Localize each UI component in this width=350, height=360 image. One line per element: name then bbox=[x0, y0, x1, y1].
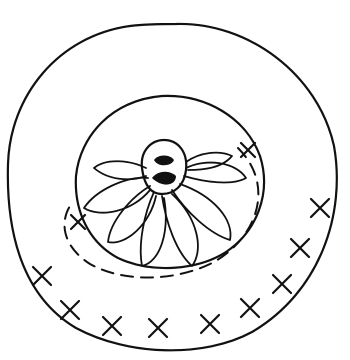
cross-mark bbox=[149, 319, 167, 337]
cross-mark bbox=[273, 275, 291, 293]
cross-mark bbox=[33, 267, 51, 285]
petal bbox=[186, 153, 232, 170]
bud-dark-spot-top bbox=[154, 156, 174, 166]
petal bbox=[108, 186, 156, 242]
petal bbox=[172, 184, 231, 240]
cross-mark bbox=[241, 299, 259, 317]
cross-mark bbox=[241, 143, 255, 157]
petal bbox=[84, 178, 150, 213]
cross-mark bbox=[291, 239, 309, 257]
cross-mark bbox=[61, 301, 79, 319]
bud-dark-spot-bottom bbox=[152, 172, 176, 185]
cross-mark bbox=[71, 215, 85, 229]
petal bbox=[94, 161, 146, 179]
cross-mark bbox=[201, 315, 219, 333]
cross-mark bbox=[311, 199, 329, 217]
petal bbox=[162, 194, 198, 266]
cross-mark bbox=[103, 317, 121, 335]
petal bbox=[184, 163, 246, 183]
outer-boundary bbox=[8, 24, 337, 350]
